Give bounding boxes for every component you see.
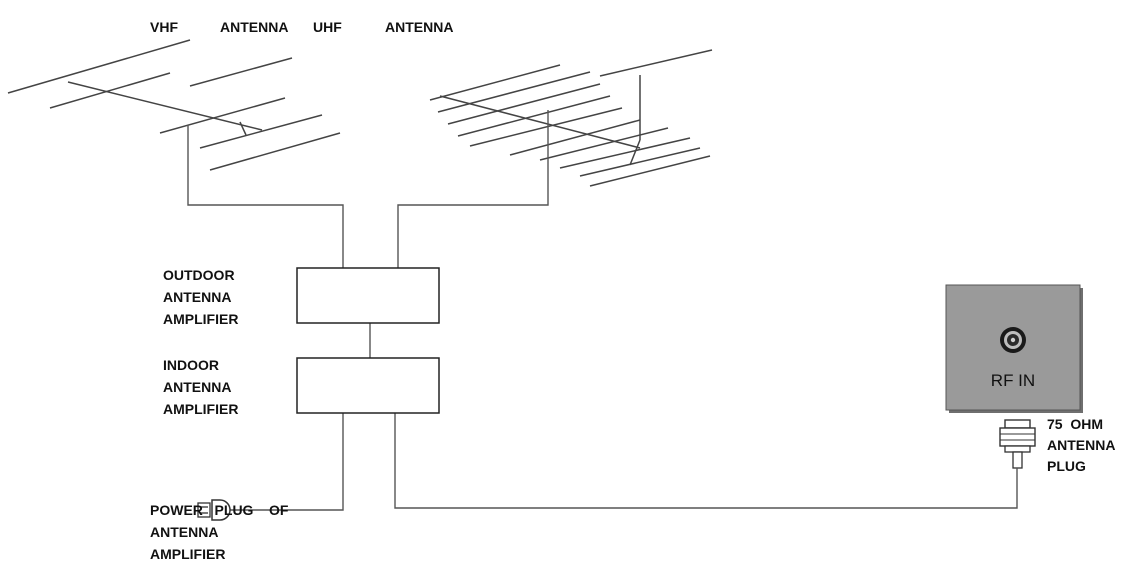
vhf-antenna-element [49,72,171,109]
tv-rear-panel: RF IN [945,284,1083,413]
uhf-antenna [429,49,713,187]
rf-in-label: RF IN [991,371,1035,390]
svg-text:INDOOR: INDOOR [163,357,219,373]
power-plug-icon [197,499,231,521]
uhf-antenna-element [429,64,561,101]
outdoor-amplifier-box [296,267,440,324]
uhf-antenna-element [437,71,591,113]
uhf-antenna-element [579,147,701,177]
uhf-antenna-element [447,83,601,125]
uhf-feed-line [397,110,549,268]
vhf-antenna-boom [67,81,263,131]
uhf-antenna-label: ANTENNA [385,19,453,35]
svg-text:POWER PLUG OF: POWER PLUG OF [150,502,289,518]
vhf-antenna-element [239,121,247,136]
svg-text:AMPLIFIER: AMPLIFIER [150,546,225,562]
vhf-antenna-element [209,132,341,171]
uhf-antenna-element [589,155,711,187]
vhf-antenna-element [7,39,191,94]
vhf-antenna-element [199,114,323,149]
vhf-antenna-label: ANTENNA [220,19,288,35]
svg-text:ANTENNA: ANTENNA [1047,437,1115,453]
svg-text:ANTENNA: ANTENNA [163,289,231,305]
rf-cable [394,413,1018,509]
svg-text:AMPLIFIER: AMPLIFIER [163,311,238,327]
coax-plug-icon [999,419,1036,495]
indoor-amplifier-box [296,357,440,414]
vhf-label: VHF [150,19,178,35]
uhf-antenna-dipole [629,139,641,166]
svg-text:ANTENNA: ANTENNA [150,524,218,540]
vhf-antenna-element [159,97,286,134]
uhf-antenna-element [469,107,623,147]
coax-socket-icon [1000,327,1026,353]
uhf-antenna-element [539,127,669,161]
svg-text:PLUG: PLUG [1047,458,1086,474]
svg-text:OUTDOOR: OUTDOOR [163,267,235,283]
svg-text:ANTENNA: ANTENNA [163,379,231,395]
feed-lines [187,110,1018,511]
power-plug-label: POWER PLUG OF ANTENNA AMPLIFIER [150,502,289,562]
uhf-antenna-boom [439,95,641,149]
uhf-antenna-element [559,137,691,169]
uhf-antenna-element [599,49,713,77]
svg-text:AMPLIFIER: AMPLIFIER [163,401,238,417]
power-cable [225,413,344,511]
uhf-antenna-element [509,119,641,156]
indoor-amplifier-label: INDOOR ANTENNA AMPLIFIER [163,357,238,417]
uhf-antenna-element [457,95,611,137]
outdoor-amplifier-label: OUTDOOR ANTENNA AMPLIFIER [163,267,238,327]
uhf-label: UHF [313,19,342,35]
svg-text:75 OHM: 75 OHM [1047,416,1103,432]
vhf-antenna [7,39,341,171]
vhf-feed-line [187,125,344,268]
vhf-antenna-element [189,57,293,87]
antenna-plug-label: 75 OHM ANTENNA PLUG [1047,416,1115,474]
